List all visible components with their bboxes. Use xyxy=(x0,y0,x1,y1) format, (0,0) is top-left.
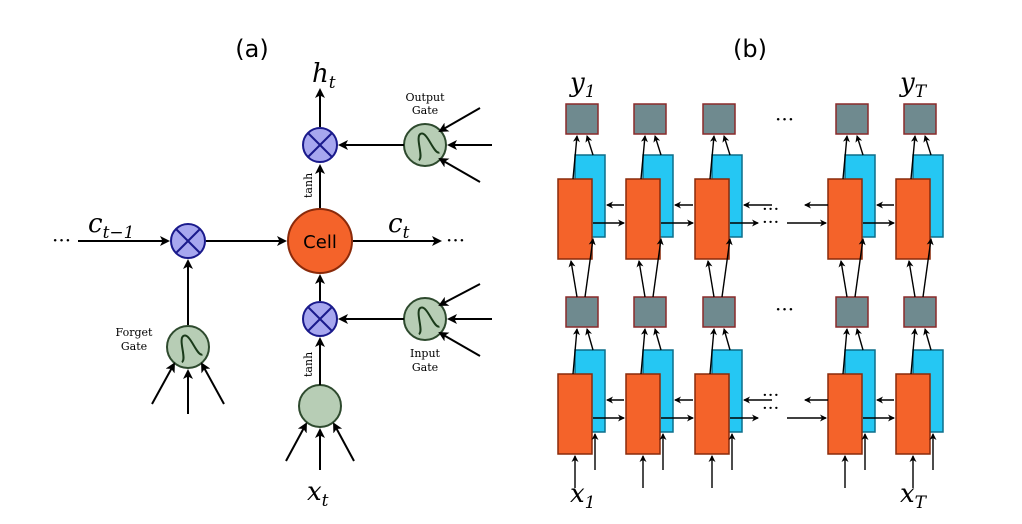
output-node xyxy=(702,296,736,328)
inter-layer-arrow xyxy=(636,260,646,298)
forward-lstm-block xyxy=(694,373,730,455)
cell-label: Cell xyxy=(303,232,337,253)
left-ellipsis: ··· xyxy=(52,228,71,252)
inter-layer-arrow xyxy=(705,260,715,298)
forget-gate-label-1: Forget xyxy=(116,326,153,339)
panel-a-label: (a) xyxy=(235,35,268,63)
output-gate-label-2: Gate xyxy=(412,104,438,117)
output-h-label: ht xyxy=(312,59,336,93)
backward-to-output-arrow xyxy=(855,135,864,156)
y-last-label: yT xyxy=(899,68,928,102)
right-ellipsis: ··· xyxy=(446,228,465,252)
tanh-bottom-label: tanh xyxy=(302,352,315,377)
input-gate-label-1: Input xyxy=(410,347,441,360)
forward-lstm-block xyxy=(625,373,661,455)
forward-to-output-arrow xyxy=(572,328,580,375)
output-node xyxy=(565,296,599,328)
forget-multiply-node xyxy=(170,223,206,259)
cell-node: Cell xyxy=(287,208,353,274)
layer1-ellipsis-bottom: ··· xyxy=(762,212,779,233)
input-node xyxy=(298,384,342,428)
forward-lstm-block xyxy=(694,178,730,260)
sigmoid-icon xyxy=(417,306,440,335)
state-label: ct xyxy=(388,209,410,243)
forward-lstm-block xyxy=(827,373,863,455)
forward-to-output-arrow xyxy=(910,135,918,180)
inter-layer-arrow xyxy=(652,238,664,298)
layer2-ellipsis-top: ··· xyxy=(762,385,779,406)
sigmoid-icon xyxy=(180,334,203,363)
backward-to-output-arrow xyxy=(722,328,731,351)
x-first-label: x1 xyxy=(570,479,596,513)
output-gate-node xyxy=(403,123,447,167)
backward-to-output-arrow xyxy=(653,135,662,156)
backward-to-output-arrow xyxy=(653,328,662,351)
output-node xyxy=(633,296,667,328)
output-node xyxy=(903,103,937,135)
tanh-top-label: tanh xyxy=(302,173,315,198)
forward-to-output-arrow xyxy=(640,135,648,180)
multiply-icon xyxy=(307,132,333,158)
middle-output-ellipsis: ··· xyxy=(775,297,794,321)
input-x-label: xt xyxy=(307,477,329,511)
forward-lstm-block xyxy=(557,178,593,260)
inter-layer-arrow xyxy=(568,260,578,298)
input-gate-node xyxy=(403,297,447,341)
inter-layer-arrow xyxy=(854,238,866,298)
inter-layer-arrow xyxy=(721,238,733,298)
top-output-ellipsis: ··· xyxy=(775,107,794,131)
backward-to-output-arrow xyxy=(855,328,864,351)
panel-a: (a) ht Output Gate tanh Cel xyxy=(52,35,492,511)
bidirectional-network xyxy=(557,103,944,488)
forward-lstm-block xyxy=(625,178,661,260)
y-first-label: y1 xyxy=(569,68,596,102)
forward-to-output-arrow xyxy=(572,135,580,180)
output-node xyxy=(903,296,937,328)
forget-gate-node xyxy=(166,325,210,369)
inter-layer-arrow xyxy=(906,260,916,298)
sigmoid-icon xyxy=(417,132,440,161)
output-node xyxy=(565,103,599,135)
forward-to-output-arrow xyxy=(910,328,918,375)
prev-state-label: ct−1 xyxy=(88,209,134,243)
forward-to-output-arrow xyxy=(709,328,717,375)
multiply-icon xyxy=(307,306,333,332)
output-node xyxy=(702,103,736,135)
forward-lstm-block xyxy=(895,373,931,455)
layer1-ellipsis-top: ··· xyxy=(762,199,779,220)
inter-layer-arrow xyxy=(584,238,596,298)
forward-lstm-block xyxy=(895,178,931,260)
output-multiply-node xyxy=(302,127,338,163)
forward-to-output-arrow xyxy=(640,328,648,375)
input-gate-label-2: Gate xyxy=(412,361,438,374)
x-last-label: xT xyxy=(900,479,928,513)
inter-layer-arrow xyxy=(922,238,934,298)
backward-to-output-arrow xyxy=(722,135,731,156)
layer2-ellipsis-bottom: ··· xyxy=(762,398,779,419)
forward-to-output-arrow xyxy=(842,328,850,375)
output-node xyxy=(835,296,869,328)
backward-to-output-arrow xyxy=(923,135,932,156)
forget-gate-label-2: Gate xyxy=(121,340,147,353)
backward-to-output-arrow xyxy=(585,328,594,351)
backward-to-output-arrow xyxy=(585,135,594,156)
output-node xyxy=(633,103,667,135)
panel-b-label: (b) xyxy=(733,35,767,63)
forward-lstm-block xyxy=(557,373,593,455)
panel-b: (b) y1 yT ··· ··· ··· ··· ··· ··· x1 xT xyxy=(557,35,944,513)
backward-to-output-arrow xyxy=(923,328,932,351)
forward-lstm-block xyxy=(827,178,863,260)
forward-to-output-arrow xyxy=(709,135,717,180)
output-gate-label-1: Output xyxy=(405,91,445,104)
multiply-icon xyxy=(175,228,201,254)
input-multiply-node xyxy=(302,301,338,337)
forward-to-output-arrow xyxy=(842,135,850,180)
output-node xyxy=(835,103,869,135)
inter-layer-arrow xyxy=(838,260,848,298)
